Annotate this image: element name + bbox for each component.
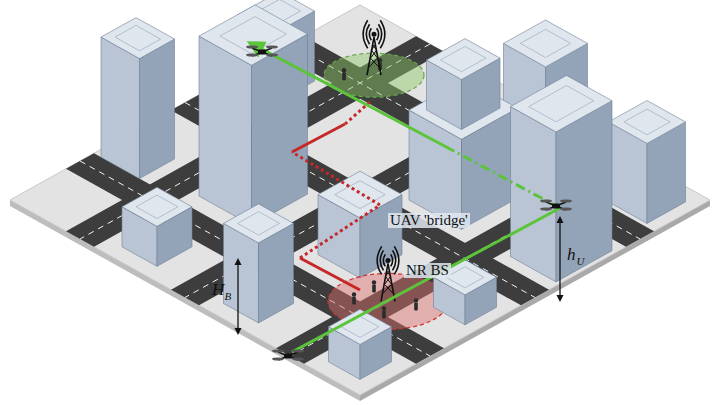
dimension-label: B	[225, 291, 232, 302]
radio-wave	[377, 28, 379, 40]
dimension-label: H	[212, 281, 224, 298]
dimension-arrow	[235, 258, 242, 265]
roof-inset	[624, 109, 670, 135]
person	[414, 302, 418, 310]
building-roof	[609, 101, 686, 144]
roof-inset	[441, 46, 487, 71]
building-roof	[318, 171, 402, 218]
building-roof	[199, 5, 308, 65]
drone-rotor	[560, 199, 572, 202]
blocked-link	[300, 205, 380, 258]
roof-inset	[520, 29, 570, 57]
radio-wave	[363, 20, 368, 48]
building-roof	[504, 20, 588, 67]
drone-rotor	[266, 53, 278, 56]
blocked-link	[292, 152, 380, 205]
antenna	[372, 32, 377, 37]
person	[382, 310, 386, 318]
drone-rotor	[266, 45, 278, 48]
building-roof	[122, 187, 192, 226]
blocked-link	[300, 258, 360, 290]
uav-link	[452, 150, 560, 208]
drone-rotor	[246, 45, 258, 48]
scene-label: UAV 'bridge'	[388, 213, 470, 228]
dimension-arrow	[235, 328, 242, 335]
building-face	[556, 101, 612, 282]
drone-rotor	[292, 357, 304, 360]
drone-body	[552, 204, 560, 209]
roof-inset	[115, 25, 161, 50]
drone-body	[284, 354, 292, 359]
drone-rotor	[272, 357, 284, 360]
radio-wave	[383, 254, 385, 266]
drone-rotor	[560, 207, 572, 210]
scene-label: NR BS	[404, 263, 451, 278]
building-face	[140, 39, 175, 179]
drone-rotor	[540, 207, 552, 210]
dimension-line	[559, 222, 560, 296]
building-roof	[511, 75, 613, 131]
person	[342, 72, 346, 80]
radio-wave	[369, 28, 371, 40]
person	[414, 298, 418, 302]
ground	[10, 5, 710, 395]
roof-inset	[446, 267, 484, 288]
radio-wave	[380, 250, 383, 270]
tower-brace	[371, 44, 380, 67]
radio-wave	[391, 254, 393, 266]
radio-wave	[380, 20, 385, 48]
uav-link	[252, 44, 452, 150]
dimension-label: h	[567, 246, 576, 263]
drone-rotor	[292, 349, 304, 352]
dimension-line	[237, 264, 238, 329]
building-roof	[224, 204, 294, 243]
antenna	[386, 258, 391, 263]
dimension-label: U	[577, 256, 585, 267]
person	[372, 280, 376, 284]
radio-wave	[393, 250, 396, 270]
roof-inset	[238, 212, 280, 236]
person	[352, 296, 356, 304]
building-face	[252, 34, 308, 225]
building-face	[199, 36, 252, 225]
building-face	[101, 37, 140, 179]
tower-brace	[385, 270, 394, 293]
roof-inset	[136, 195, 178, 218]
drone-body	[258, 50, 266, 55]
blocked-link	[345, 100, 372, 124]
drone-rotor	[540, 199, 552, 202]
uav-link	[292, 208, 560, 352]
building-face	[511, 107, 557, 282]
building-roof	[427, 39, 501, 80]
person	[342, 68, 346, 72]
building-roof	[101, 18, 175, 59]
roof-inset	[529, 86, 594, 122]
blocked-link	[292, 124, 345, 152]
person	[382, 306, 386, 310]
dimension-arrow	[557, 216, 564, 223]
radio-wave	[394, 246, 399, 274]
person	[352, 292, 356, 296]
radio-wave	[377, 246, 382, 274]
drone-rotor	[272, 349, 284, 352]
radio-wave	[379, 24, 382, 44]
drone-rotor	[246, 53, 258, 56]
roof-inset	[220, 17, 287, 54]
radio-wave	[366, 24, 369, 44]
dimension-arrow	[557, 295, 564, 302]
roof-inset	[341, 316, 379, 337]
person	[372, 284, 376, 292]
